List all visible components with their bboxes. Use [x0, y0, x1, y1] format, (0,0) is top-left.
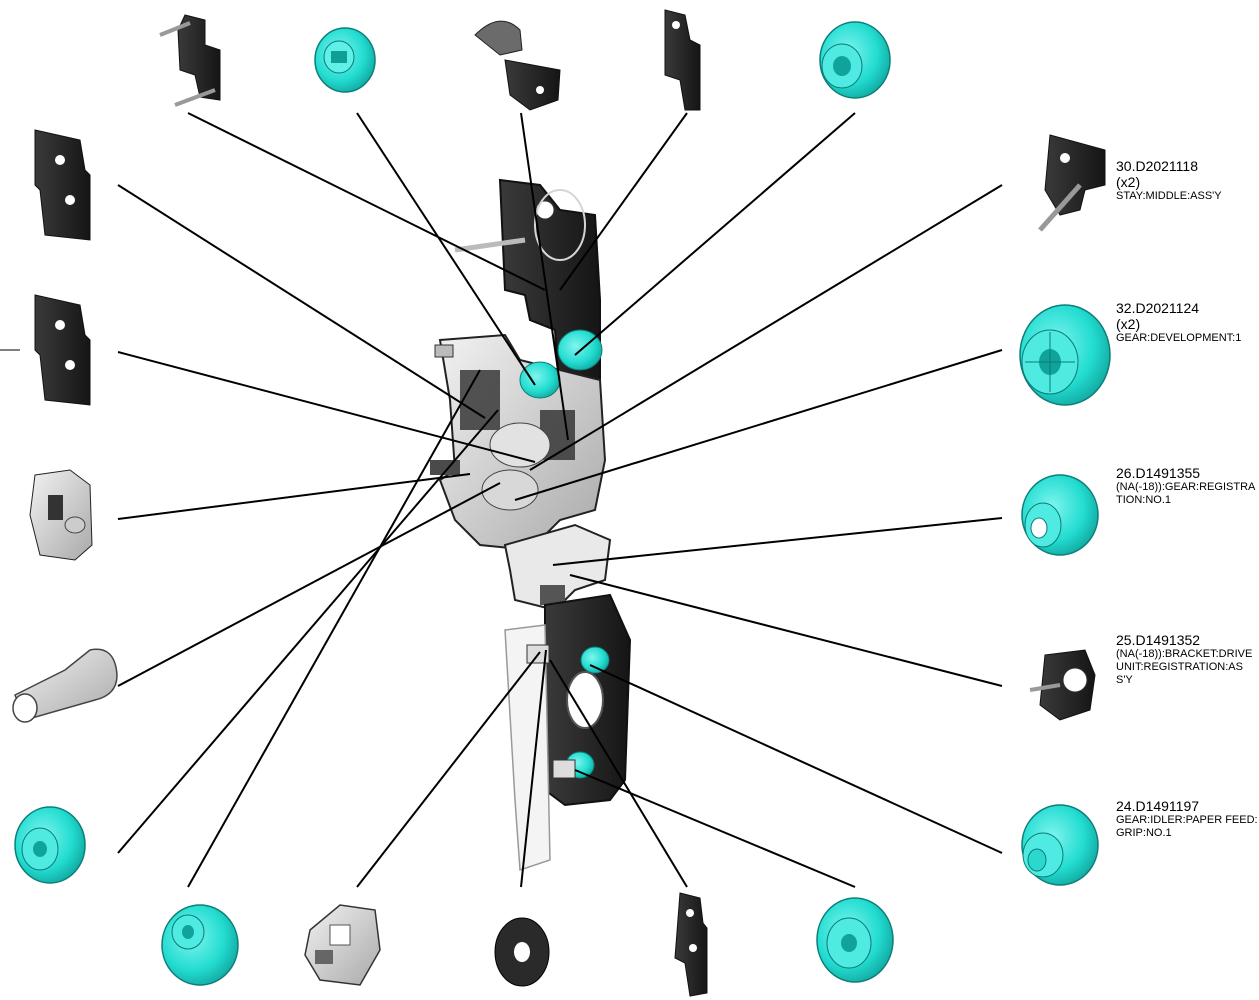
part-number: 26.D1491355	[1116, 465, 1201, 481]
part-number: 25.D1491352	[1116, 632, 1201, 648]
gear-icon	[314, 27, 376, 93]
part-number: 24.D1491197	[1116, 798, 1200, 814]
frame-bracket-icon	[159, 14, 221, 107]
frame-bracket-icon	[34, 129, 91, 241]
part-description: GEAR:IDLER:PAPER FEED:GRIP:NO.1	[1116, 814, 1258, 839]
central-assembly	[430, 178, 632, 872]
gear-icon	[1021, 474, 1099, 556]
callout-25: 25.D1491352 (NA(-18)):BRACKET:DRIVE UNIT…	[1116, 632, 1259, 687]
gear-housing-icon	[29, 469, 93, 561]
stay-middle-icon	[1038, 134, 1106, 232]
gear-icon	[816, 897, 894, 983]
gear-icon	[161, 904, 239, 986]
gear-icon	[1019, 304, 1111, 406]
coupling-icon	[304, 904, 381, 986]
quantity: (x2)	[1116, 316, 1141, 332]
part-number: 32.D2021124	[1116, 300, 1200, 316]
part-description: (NA(-18)):GEAR:REGISTRATION:NO.1	[1116, 481, 1256, 506]
frame-bracket-icon	[664, 9, 701, 111]
leader-lines	[0, 112, 1003, 888]
callout-30: 30.D2021118 (x2) STAY:MIDDLE:ASS'Y	[1116, 158, 1259, 203]
part-description: GEAR:DEVELOPMENT:1	[1116, 332, 1242, 344]
washer-icon	[494, 917, 550, 987]
part-number: 30.D2021118	[1116, 158, 1198, 174]
part-description: STAY:MIDDLE:ASS'Y	[1116, 190, 1222, 202]
quantity: (x2)	[1116, 174, 1141, 190]
gear-icon	[1021, 804, 1099, 886]
frame-bracket-icon	[34, 294, 91, 406]
frame-bracket-icon	[674, 892, 708, 997]
callout-24: 24.D1491197 GEAR:IDLER:PAPER FEED:GRIP:N…	[1116, 798, 1259, 840]
gear-icon	[819, 21, 891, 99]
callout-26: 26.D1491355 (NA(-18)):GEAR:REGISTRATION:…	[1116, 465, 1259, 507]
gear-icon	[14, 806, 86, 884]
part-description: (NA(-18)):BRACKET:DRIVE UNIT:REGISTRATIO…	[1116, 648, 1253, 686]
bushing-icon	[12, 648, 118, 723]
middle-bracket	[503, 523, 612, 612]
callout-32: 32.D2021124 (x2) GEAR:DEVELOPMENT:1	[1116, 300, 1259, 345]
bracket-drive-unit-icon	[1029, 649, 1096, 721]
bracket-icon	[474, 20, 561, 111]
